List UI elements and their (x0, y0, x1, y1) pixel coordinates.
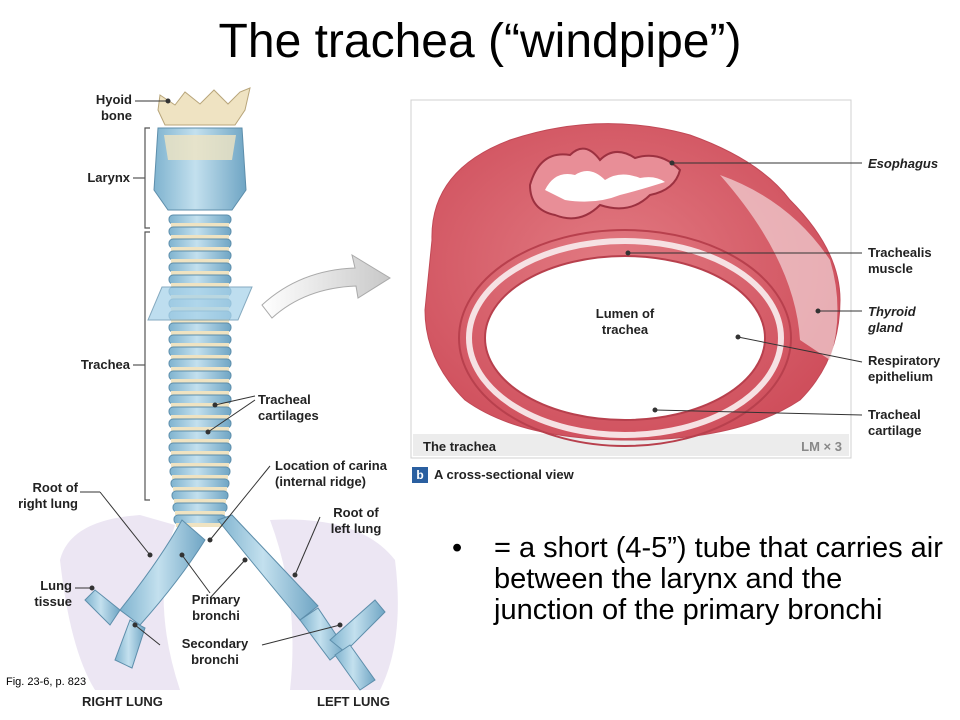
pointer-arrow (261, 253, 391, 319)
label-primary-bronchi: Primary bronchi (191, 592, 241, 623)
ring-ligament (171, 355, 229, 359)
label-lung-tissue: Lung tissue (34, 578, 72, 609)
tracheal-ring (168, 322, 232, 333)
tracheal-ring (172, 502, 228, 513)
ring-ligament (171, 259, 229, 263)
tracheal-ring (171, 490, 229, 501)
tracheal-ring (168, 382, 232, 393)
tracheal-rings (168, 214, 232, 527)
label-right-lung: RIGHT LUNG (82, 694, 163, 709)
magnification-label: LM × 3 (801, 439, 842, 454)
tracheal-ring (168, 430, 232, 441)
ring-ligament (173, 487, 227, 491)
tracheal-ring (168, 406, 232, 417)
tracheal-ring (168, 262, 232, 273)
ring-ligament (171, 343, 229, 347)
tracheal-ring (170, 478, 230, 489)
bullet-marker: • (452, 532, 463, 564)
tracheal-ring (168, 250, 232, 261)
leader-lines-right (625, 160, 863, 416)
ring-ligament (171, 247, 229, 251)
tracheal-ring (168, 274, 232, 285)
ring-ligament (174, 499, 226, 503)
bullet-text: = a short (4-5”) tube that carries air b… (494, 532, 943, 626)
tracheal-ring (168, 418, 232, 429)
tracheal-ring (168, 358, 232, 369)
label-tracheal-cartilages: Tracheal cartilages (258, 392, 319, 423)
ring-ligament (171, 439, 229, 443)
label-lumen-of-trachea: Lumen of trachea (595, 306, 655, 337)
tracheal-ring (168, 454, 232, 465)
ring-ligament (171, 379, 229, 383)
panel-badge: b (412, 467, 428, 483)
leader-lines-left (75, 98, 343, 646)
tracheal-ring (168, 346, 232, 357)
figure-reference: Fig. 23-6, p. 823 (6, 676, 87, 688)
ring-ligament (171, 403, 229, 407)
lumen-shape (484, 255, 766, 421)
label-hyoid-bone: Hyoid bone (95, 92, 132, 123)
ring-ligament (171, 463, 229, 467)
ring-ligament (171, 391, 229, 395)
ring-ligament (172, 475, 228, 479)
ring-ligament (171, 223, 229, 227)
tracheal-ring (169, 466, 231, 477)
ring-ligament (176, 523, 224, 527)
left-brackets (133, 127, 150, 501)
label-esophagus: Esophagus (868, 156, 939, 171)
ring-ligament (171, 319, 229, 323)
lung-tissue-shape (60, 515, 398, 690)
ring-ligament (171, 271, 229, 275)
ring-ligament (171, 367, 229, 371)
tracheal-ring (168, 226, 232, 237)
ring-ligament (171, 427, 229, 431)
hyoid-bone-shape (157, 87, 251, 126)
right-primary-bronchus (217, 514, 319, 621)
ring-ligament (171, 283, 229, 287)
label-respiratory-epithelium: Respiratory epithelium (868, 353, 941, 384)
label-thyroid-gland: Thyroid gland (868, 304, 916, 335)
ring-ligament (171, 451, 229, 455)
tracheal-ring (168, 442, 232, 453)
panel-subcaption: A cross-sectional view (434, 467, 574, 482)
label-trachea: Trachea (80, 357, 130, 372)
tracheal-ring (168, 370, 232, 381)
label-trachealis-muscle: Trachealis muscle (868, 245, 932, 276)
label-larynx: Larynx (87, 170, 130, 185)
label-carina: Location of carina (internal ridge) (275, 458, 387, 489)
label-left-lung: LEFT LUNG (317, 694, 390, 709)
tracheal-ring (168, 334, 232, 345)
ring-ligament (171, 235, 229, 239)
label-root-right-lung: Root of right lung (18, 480, 78, 511)
tracheal-ring (168, 214, 232, 225)
label-root-left-lung: Root of left lung (330, 505, 382, 536)
tracheal-ring (168, 238, 232, 249)
ring-ligament (171, 331, 229, 335)
slide-title: The trachea (“windpipe”) (218, 15, 742, 68)
label-tracheal-cartilage: Tracheal cartilage (868, 407, 922, 438)
tracheal-ring (168, 394, 232, 405)
label-secondary-bronchi: Secondary bronchi (181, 636, 249, 667)
ring-ligament (175, 511, 225, 515)
ring-ligament (171, 415, 229, 419)
micrograph-caption: The trachea (423, 439, 496, 454)
section-plane (147, 286, 253, 321)
